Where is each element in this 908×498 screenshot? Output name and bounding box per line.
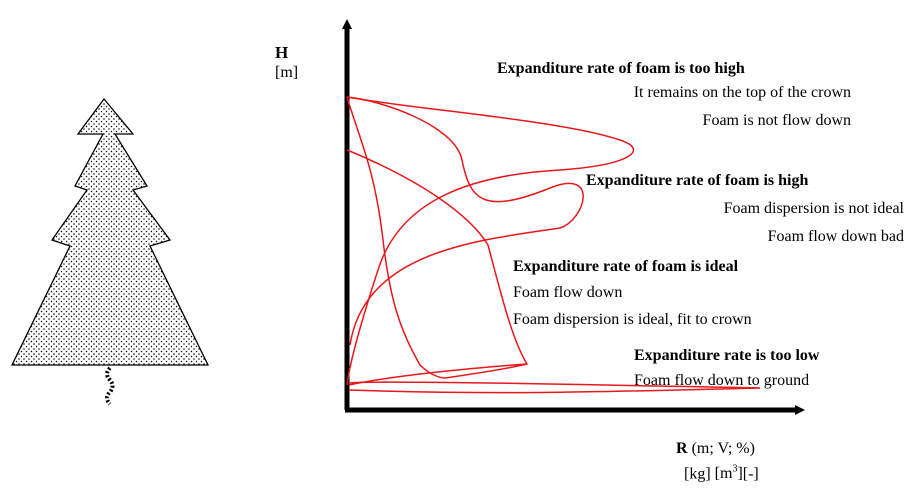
curves (346, 96, 761, 394)
x-axis-unit-percent: [-] (742, 465, 759, 483)
annotation-ideal-title: Expanditure rate of foam is ideal (513, 258, 739, 275)
annotation-high-title: Expanditure rate of foam is high (586, 172, 809, 189)
y-axis-unit: [m] (275, 64, 299, 81)
tree-icon (10, 97, 210, 406)
x-axis-label: R (m; V; %) (676, 440, 755, 458)
annotation-too-low-line-1: Foam flow down to ground (634, 372, 810, 389)
curve-ideal (346, 96, 529, 379)
annotation-too-low-title: Expanditure rate is too low (634, 347, 820, 364)
curve-too-low (348, 381, 761, 394)
y-axis-label: H (275, 43, 289, 62)
x-axis-unit-volume: [m3] (714, 464, 743, 483)
annotation-high-line-2: Foam flow down bad (767, 228, 904, 245)
tree-trunk (105, 366, 115, 406)
annotation-too-high-title: Expanditure rate of foam is too high (497, 60, 745, 77)
x-axis-label-detail: (m; V; %) (687, 440, 755, 457)
x-axis-unit: [kg] [m3][-] (684, 461, 759, 483)
annotation-too-high-line-1: It remains on the top of the crown (633, 84, 851, 101)
curve-too-high (346, 96, 635, 386)
annotation-high-line-1: Foam dispersion is not ideal (723, 200, 904, 217)
annotation-too-high-line-2: Foam is not flow down (702, 112, 851, 129)
tree-crown (10, 97, 210, 366)
curve-low-tail (348, 363, 528, 386)
curve-high (346, 96, 584, 346)
x-axis-unit-kg: [kg] (684, 465, 711, 483)
annotation-ideal-line-2: Foam dispersion is ideal, fit to crown (513, 311, 752, 328)
x-axis-label-symbol: R (676, 440, 688, 457)
annotation-ideal-line-1: Foam flow down (513, 284, 623, 301)
